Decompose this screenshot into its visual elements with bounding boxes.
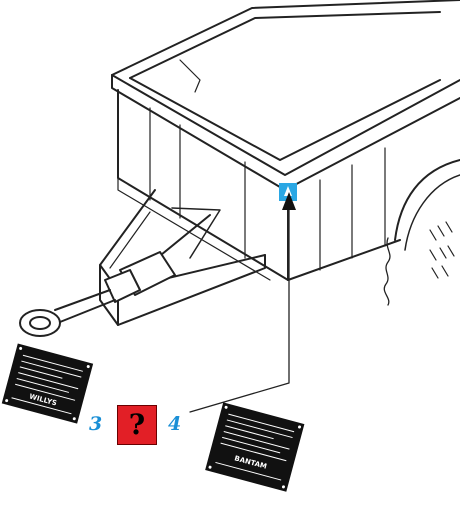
pointer-arrow-icon (282, 192, 296, 210)
plate-label-3: 3 (89, 413, 103, 435)
leader-line (189, 204, 290, 413)
location-marker-icon (279, 183, 297, 201)
left-data-plate: WILLYS (1, 343, 94, 424)
plate-label-4: 4 (168, 413, 182, 435)
question-button[interactable]: ? (117, 405, 157, 445)
question-mark-icon: ? (128, 408, 146, 441)
right-data-plate: BANTAM (205, 402, 305, 492)
trailer-body (111, 0, 460, 306)
trailer-tongue (19, 189, 266, 337)
